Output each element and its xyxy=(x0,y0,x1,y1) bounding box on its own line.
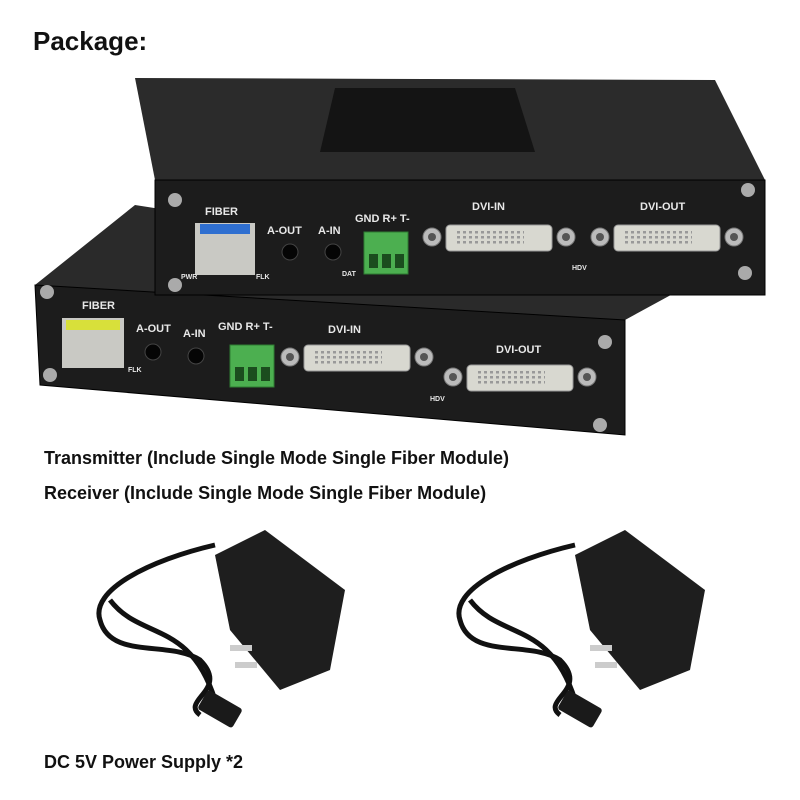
label-fiber: FIBER xyxy=(205,206,238,218)
label-a-out: A-OUT xyxy=(136,323,171,335)
label-flk: FLK xyxy=(128,367,142,374)
label-terminal: GND R+ T- xyxy=(355,213,410,225)
label-a-in: A-IN xyxy=(318,225,341,237)
label-a-in: A-IN xyxy=(183,328,206,340)
transmitter-caption: Transmitter (Include Single Mode Single … xyxy=(44,448,510,468)
label-dvi-out: DVI-OUT xyxy=(496,344,542,356)
label-pwr: PWR xyxy=(181,274,197,281)
label-flk: FLK xyxy=(256,274,270,281)
label-dvi-out: DVI-OUT xyxy=(640,201,686,213)
label-dvi-in: DVI-IN xyxy=(328,324,361,336)
receiver-caption: Receiver (Include Single Mode Single Fib… xyxy=(44,483,487,503)
label-hdv: HDV xyxy=(572,265,587,272)
label-a-out: A-OUT xyxy=(267,225,302,237)
transmitter-device: FIBER A-OUT A-IN GND R+ T- DVI-IN DVI-OU… xyxy=(135,78,766,296)
label-fiber: FIBER xyxy=(82,300,115,312)
power-supply-caption: DC 5V Power Supply *2 xyxy=(44,752,244,772)
power-adapter-left xyxy=(96,530,345,728)
power-adapter-right xyxy=(456,530,705,728)
label-terminal: GND R+ T- xyxy=(218,321,273,333)
label-hdv: HDV xyxy=(430,396,445,403)
label-dvi-in: DVI-IN xyxy=(472,201,505,213)
package-title: Package: xyxy=(33,26,148,56)
label-dat: DAT xyxy=(342,271,357,278)
